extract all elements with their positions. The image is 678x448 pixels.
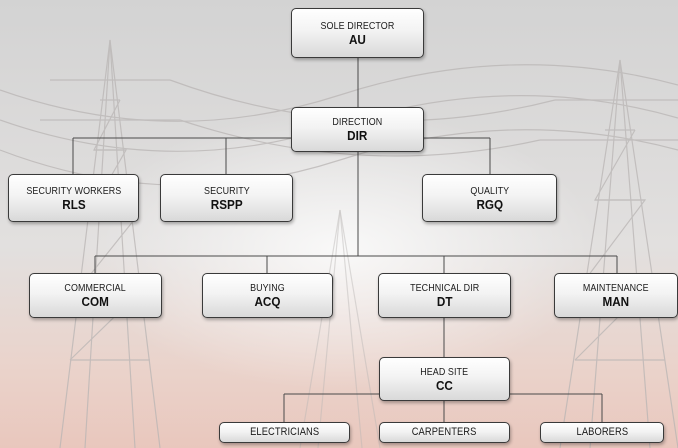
node-quality: QUALITY RGQ: [422, 174, 557, 222]
node-title: SECURITY WORKERS: [26, 184, 121, 197]
node-code: RSPP: [210, 196, 243, 212]
node-code: RGQ: [476, 196, 503, 212]
node-code: DT: [436, 294, 453, 309]
node-title: DIRECTION: [332, 116, 383, 128]
node-title: MAINTENANCE: [583, 282, 649, 294]
node-technical-dir: TECHNICAL DIR DT: [378, 273, 511, 318]
node-title: SECURITY: [203, 184, 250, 197]
node-electricians: ELECTRICIANS: [219, 422, 350, 443]
node-title: QUALITY: [470, 184, 509, 197]
node-carpenters: CARPENTERS: [379, 422, 510, 443]
node-code: MAN: [602, 294, 630, 309]
node-title: TECHNICAL DIR: [409, 282, 480, 294]
node-direction: DIRECTION DIR: [291, 107, 424, 152]
node-code: DIR: [347, 128, 368, 143]
node-code: RLS: [61, 196, 86, 212]
node-code: ACQ: [254, 294, 281, 309]
node-security: SECURITY RSPP: [160, 174, 293, 222]
node-title: ELECTRICIANS: [249, 426, 320, 438]
node-code: CC: [436, 377, 453, 393]
node-code: AU: [349, 31, 366, 47]
node-title: BUYING: [250, 282, 285, 294]
node-code: COM: [81, 294, 110, 309]
node-title: CARPENTERS: [412, 426, 477, 438]
node-title: LABORERS: [576, 426, 628, 438]
node-title: HEAD SITE: [420, 365, 469, 378]
node-maintenance: MAINTENANCE MAN: [554, 273, 678, 318]
node-head-site: HEAD SITE CC: [379, 357, 510, 401]
node-laborers: LABORERS: [540, 422, 664, 443]
node-sole-director: SOLE DIRECTOR AU: [291, 8, 424, 58]
node-commercial: COMMERCIAL COM: [29, 273, 162, 318]
node-buying: BUYING ACQ: [202, 273, 333, 318]
node-security-workers: SECURITY WORKERS RLS: [8, 174, 139, 222]
node-title: SOLE DIRECTOR: [320, 19, 395, 32]
node-title: COMMERCIAL: [64, 282, 127, 294]
